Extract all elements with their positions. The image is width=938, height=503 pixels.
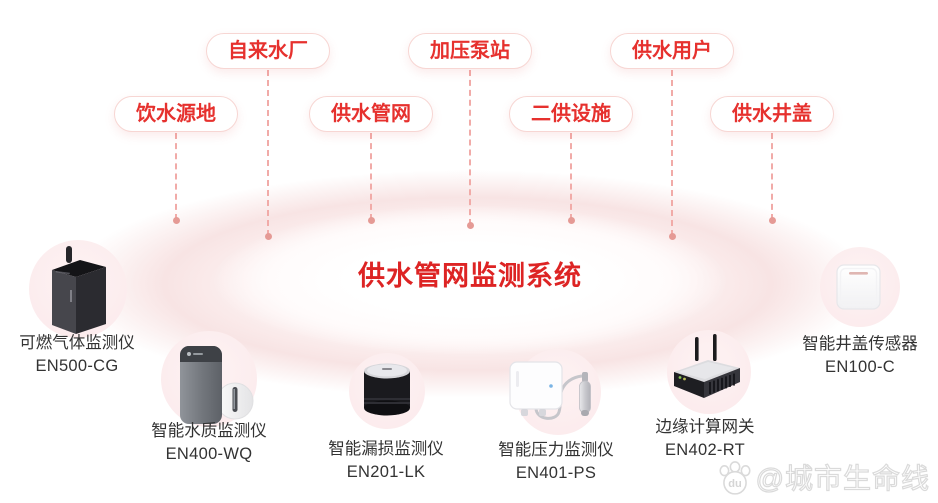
pill-supply-network: 供水管网 bbox=[309, 96, 433, 132]
device-name: 边缘计算网关 bbox=[655, 418, 755, 436]
device-label-gas-monitor: 可燃气体监测仪 EN500-CG bbox=[0, 332, 167, 378]
system-title: 供水管网监测系统 bbox=[358, 261, 582, 291]
device-model: EN500-CG bbox=[35, 357, 119, 375]
pill-water-plant: 自来水厂 bbox=[206, 33, 330, 69]
device-label-water-quality-monitor: 智能水质监测仪 EN400-WQ bbox=[119, 420, 299, 466]
gas-monitor-image bbox=[52, 246, 106, 334]
watermark: du @城市生命线 bbox=[716, 457, 930, 497]
manhole-sensor-image bbox=[836, 264, 881, 310]
device-label-pressure-monitor: 智能压力监测仪 EN401-PS bbox=[466, 439, 646, 485]
device-model: EN100-C bbox=[825, 358, 895, 376]
leak-monitor-image bbox=[364, 363, 410, 416]
device-label-leak-monitor: 智能漏损监测仪 EN201-LK bbox=[296, 438, 476, 484]
device-model: EN402-RT bbox=[664, 441, 746, 459]
watermark-text: @城市生命线 bbox=[755, 462, 930, 494]
device-label-manhole-sensor: 智能井盖传感器 EN100-C bbox=[770, 333, 938, 379]
paw-du-icon: du bbox=[718, 461, 751, 495]
connector-manhole-cover bbox=[768, 133, 776, 224]
device-name: 可燃气体监测仪 bbox=[19, 334, 135, 352]
connector-pressure-pump-station bbox=[466, 70, 474, 229]
connector-supply-network bbox=[367, 133, 375, 224]
svg-text:du: du bbox=[728, 478, 742, 490]
connector-secondary-supply bbox=[567, 133, 575, 224]
pill-water-users: 供水用户 bbox=[610, 33, 734, 69]
pill-drinking-water-source: 饮水源地 bbox=[114, 96, 238, 132]
pressure-monitor-image bbox=[509, 361, 591, 420]
device-model: EN400-WQ bbox=[165, 445, 253, 463]
device-name: 智能漏损监测仪 bbox=[328, 440, 444, 458]
pill-secondary-supply: 二供设施 bbox=[509, 96, 633, 132]
device-name: 智能压力监测仪 bbox=[498, 441, 614, 459]
device-label-edge-gateway: 边缘计算网关 EN402-RT bbox=[615, 416, 795, 462]
pill-manhole-cover: 供水井盖 bbox=[710, 96, 834, 132]
edge-gateway-image bbox=[674, 334, 740, 398]
device-model: EN201-LK bbox=[346, 463, 426, 481]
device-model: EN401-PS bbox=[515, 464, 597, 482]
water-quality-monitor-image bbox=[180, 346, 254, 424]
connector-water-plant bbox=[264, 70, 272, 240]
device-name: 智能井盖传感器 bbox=[802, 335, 918, 353]
device-name: 智能水质监测仪 bbox=[151, 422, 267, 440]
halo-ellipse-inner bbox=[213, 205, 727, 355]
connector-water-users bbox=[668, 70, 676, 240]
connector-drinking-water-source bbox=[172, 133, 180, 224]
pill-pressure-pump-station: 加压泵站 bbox=[408, 33, 532, 69]
